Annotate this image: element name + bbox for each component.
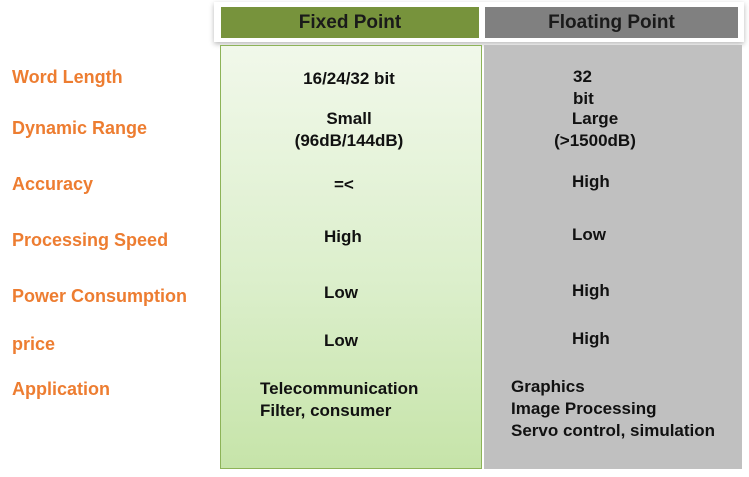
floating-processing-speed-value: Low [572,225,606,244]
row-label-processing-speed: Processing Speed [12,230,169,250]
fixed-word-length-value: 16/24/32 bit [303,69,395,88]
floating-dynamic-range-value: Large (>1500dB) [554,109,636,150]
row-label-power-consumption: Power Consumption [12,286,187,306]
row-label-dynamic-range: Dynamic Range [12,118,148,138]
fixed-processing-speed-value: High [324,227,362,246]
fixed-dynamic-range-value: Small (96dB/144dB) [294,109,404,150]
floating-power-consumption-value: High [572,281,610,300]
column-header-fixed-point: Fixed Point [221,7,479,38]
fixed-accuracy-value: =< [334,175,354,194]
floating-accuracy-value: High [572,172,610,191]
fixed-application-value: Telecommunication Filter, consumer [260,379,419,420]
floating-point-column [484,45,742,469]
floating-application-value: Graphics Image Processing Servo control,… [511,377,716,440]
column-header-floating-point: Floating Point [485,7,738,38]
floating-price-value: High [572,329,610,348]
floating-word-length-value: 32 bit [573,67,594,108]
fixed-price-value: Low [324,331,358,350]
row-label-accuracy: Accuracy [12,174,94,194]
fixed-point-column [220,45,482,469]
row-label-application: Application [12,379,110,399]
fixed-power-consumption-value: Low [324,283,358,302]
row-label-price: price [12,334,56,354]
row-label-word-length: Word Length [12,67,123,87]
